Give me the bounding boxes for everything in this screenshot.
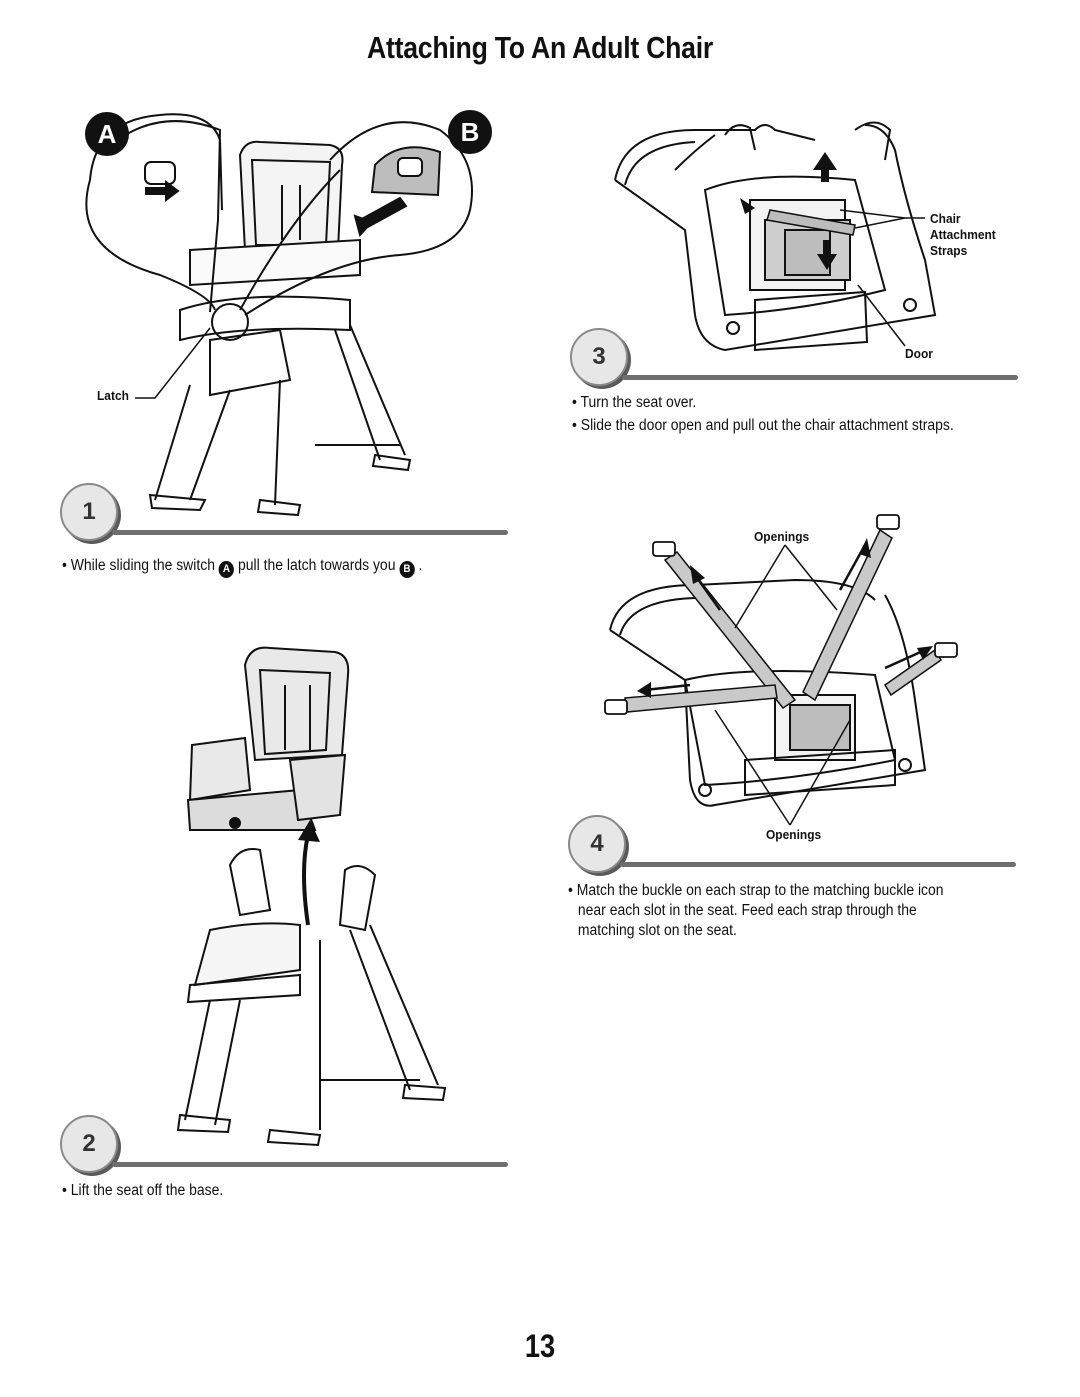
step4-number: 4	[568, 815, 626, 873]
chair-straps-label: Chair Attachment Straps	[930, 211, 996, 259]
latch-b-icon: B	[399, 561, 415, 578]
page-title: Attaching To An Adult Chair	[366, 30, 713, 65]
step3-bullet-2-text: Slide the door open and pull out the cha…	[580, 417, 954, 434]
chair-label-line-3: Straps	[930, 243, 968, 258]
step2-text: Lift the seat off the base.	[70, 1182, 224, 1199]
step2-rule	[112, 1162, 508, 1167]
step3-bullet-1: • Turn the seat over.	[572, 394, 697, 411]
step4-line-1: Match the buckle on each strap to the ma…	[576, 882, 944, 899]
step3-number: 3	[570, 328, 628, 386]
callout-b-badge: B	[448, 110, 492, 154]
step4-illustration	[604, 514, 958, 826]
callout-a-badge: A	[85, 112, 129, 156]
step1-rule	[112, 530, 508, 535]
step2-number: 2	[60, 1115, 118, 1173]
step1-instruction: • While sliding the switch A pull the la…	[62, 556, 422, 578]
openings-label-top: Openings	[754, 529, 810, 544]
step4-instruction: • Match the buckle on each strap to the …	[568, 882, 944, 939]
chair-label-line-1: Chair	[930, 211, 961, 226]
step3-bullet-2: • Slide the door open and pull out the c…	[572, 417, 954, 434]
step4-rule	[620, 862, 1016, 867]
door-label: Door	[905, 346, 933, 361]
openings-label-bottom: Openings	[766, 827, 822, 842]
step1-text-before: While sliding the switch	[70, 557, 215, 574]
step1-number: 1	[60, 483, 118, 541]
step1-text-middle: pull the latch towards you	[238, 557, 396, 574]
latch-label: Latch	[97, 388, 129, 403]
step3-illustration	[614, 121, 937, 352]
chair-label-line-2: Attachment	[930, 227, 996, 242]
step1-text-after: .	[418, 557, 423, 574]
step1-illustration	[85, 113, 473, 517]
switch-a-icon: A	[218, 561, 235, 578]
step3-rule	[622, 375, 1018, 380]
step4-line-2: near each slot in the seat. Feed each st…	[577, 902, 917, 919]
step2-instruction: • Lift the seat off the base.	[62, 1182, 224, 1199]
step4-line-3: matching slot on the seat.	[577, 922, 737, 939]
page-number: 13	[524, 1328, 556, 1364]
step3-bullet-1-text: Turn the seat over.	[580, 394, 697, 411]
step2-illustration	[176, 646, 447, 1147]
